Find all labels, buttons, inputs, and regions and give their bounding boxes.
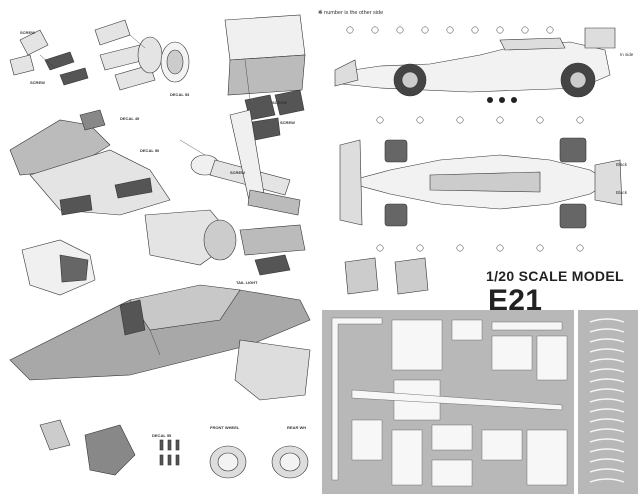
label-tail-light: TAIL LIGHT (236, 280, 258, 285)
label-screw-5: SCREW (230, 170, 245, 175)
car-views (334, 26, 623, 295)
label-screw-4: SCREW (280, 120, 295, 125)
label-in-side: In side (620, 52, 634, 57)
label-black-1: Black (616, 162, 628, 167)
photo-etch-sheet (322, 310, 638, 494)
label-screw-1: SCREW (20, 30, 35, 35)
header-note: ※ number is the other side (318, 10, 383, 16)
label-decal-55: DECAL 55 (152, 433, 172, 438)
note-symbol: ※ (318, 10, 323, 16)
label-screw-2: SCREW (30, 80, 45, 85)
label-front-wheel: FRONT WHEEL (210, 425, 240, 430)
label-black-2: Black (616, 190, 628, 195)
note-text: number is the other side (324, 10, 384, 16)
assembly-diagrams (9, 14, 311, 479)
label-rear-wheel: REAR WH (287, 425, 307, 430)
label-decal-50: DECAL 50 (140, 148, 160, 153)
label-screw-3: SCREW (272, 100, 287, 105)
label-decal-49: DECAL 49 (120, 116, 140, 121)
label-decal-53: DECAL 53 (170, 92, 190, 97)
title-prefix: 1/20 SCALE MODEL (486, 268, 624, 284)
